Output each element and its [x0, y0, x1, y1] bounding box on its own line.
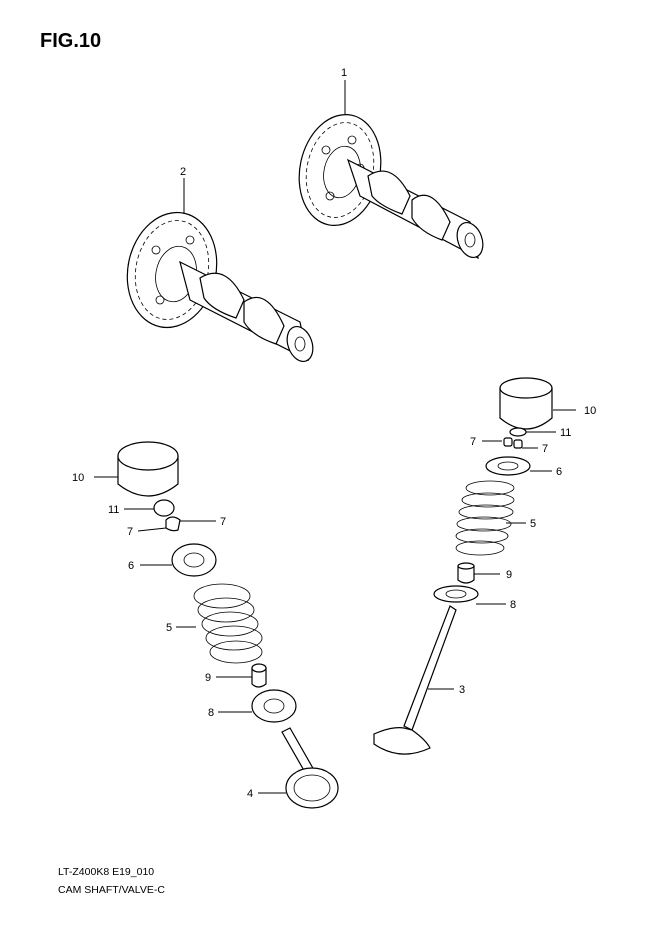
- callout-10-right: 10: [584, 405, 596, 417]
- callout-4: 4: [247, 788, 253, 800]
- callout-7-right-a: 7: [470, 436, 476, 448]
- callout-1: 1: [341, 67, 347, 79]
- callout-6-left: 6: [128, 560, 134, 572]
- callout-8-right: 8: [510, 599, 516, 611]
- fig-title: FIG.10: [40, 30, 102, 52]
- figure-caption: CAM SHAFT/VALVE-C: [58, 884, 165, 896]
- callout-5-right: 5: [530, 518, 536, 530]
- callout-labels: 1 2 10 11 7 7 6 5 9 8 3 10 11 7 7 6 5 9 …: [72, 67, 596, 800]
- figure-code: LT-Z400K8 E19_010: [58, 866, 155, 878]
- callout-2: 2: [180, 166, 186, 178]
- callout-6-right: 6: [556, 466, 562, 478]
- camshaft-1: [298, 113, 484, 260]
- leader-lines: [94, 80, 576, 794]
- callout-9-left: 9: [205, 672, 211, 684]
- callout-5-left: 5: [166, 622, 172, 634]
- callout-7-left-b: 7: [220, 516, 226, 528]
- callout-7-right-b: 7: [542, 443, 548, 455]
- callout-11-left: 11: [108, 504, 119, 516]
- valve-assembly-left: [117, 441, 339, 809]
- callout-8-left: 8: [208, 707, 214, 719]
- callout-10-left: 10: [72, 472, 84, 484]
- camshaft-2: [126, 211, 314, 363]
- callout-11-right: 11: [560, 427, 571, 439]
- valve-assembly-right: [373, 377, 553, 755]
- callout-3: 3: [459, 684, 465, 696]
- callout-9-right: 9: [506, 569, 512, 581]
- callout-7-left-a: 7: [127, 526, 133, 538]
